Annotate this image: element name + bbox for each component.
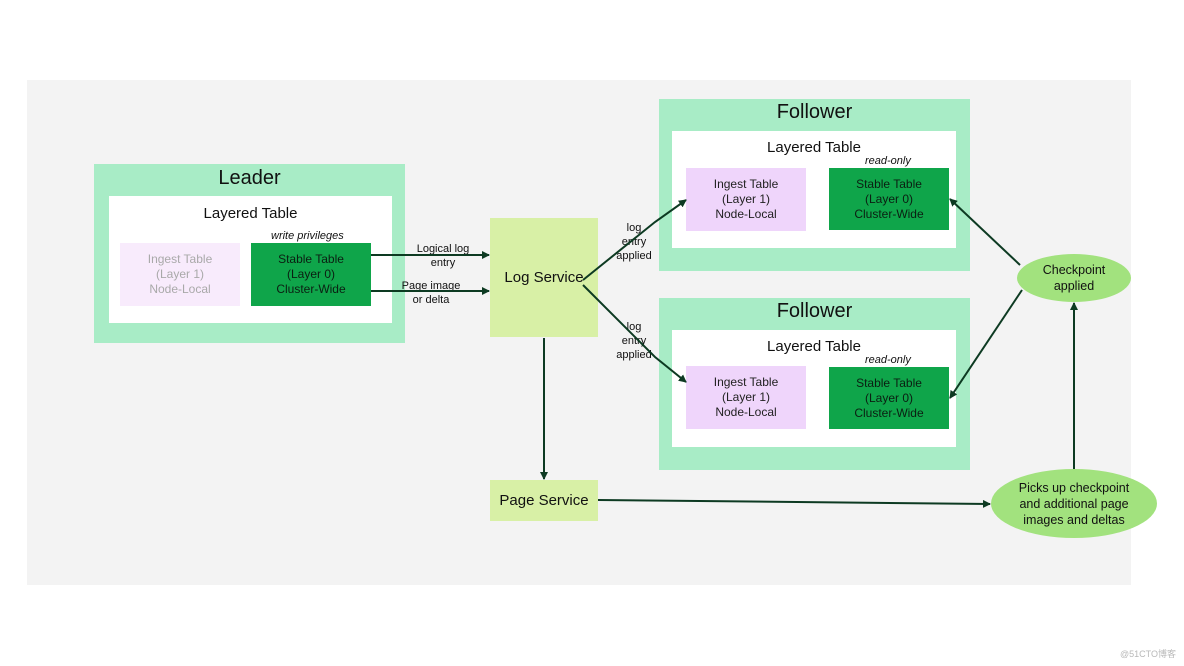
logical-log-line2: entry — [430, 257, 456, 269]
follower-bottom-title: Follower — [776, 300, 853, 322]
checkpoint-line2: applied — [1053, 279, 1095, 293]
leader-ingest-line3: Node-Local — [149, 282, 211, 296]
follower-bottom-stable-line2: (Layer 0) — [864, 390, 914, 405]
follower-top-ingest-line1: Ingest Table — [713, 177, 779, 191]
follower-top-title: Follower — [776, 101, 853, 123]
leader-ingest-line1: Ingest Table — [147, 252, 213, 266]
leader-stable-line1: Stable Table — [278, 252, 344, 266]
leader-layered-table-title: Layered Table — [203, 205, 298, 222]
leader-stable-table: Stable Table (Layer 0) Cluster-Wide — [251, 243, 371, 306]
follower-bottom-ingest-line3: Node-Local — [715, 405, 777, 419]
follower-top-ingest-table: Ingest Table (Layer 1) Node-Local — [686, 168, 806, 231]
applied-top-line3: applied — [616, 250, 652, 262]
applied-bottom-line2: entry — [621, 335, 647, 347]
leader-title: Leader — [218, 167, 281, 189]
picks-up-line1: Picks up checkpoint — [1018, 480, 1130, 495]
follower-bottom-layered-table-title: Layered Table — [767, 338, 861, 355]
page-service: Page Service — [490, 480, 598, 521]
arrow-page-service-to-picks-up — [597, 499, 991, 508]
follower-top-layered-table-title: Layered Table — [767, 139, 861, 156]
follower-top-stable-table: Stable Table (Layer 0) Cluster-Wide — [829, 168, 949, 230]
follower-bottom-stable-table: Stable Table (Layer 0) Cluster-Wide — [829, 367, 949, 429]
leader-stable-line3: Cluster-Wide — [276, 282, 346, 296]
checkpoint-line1: Checkpoint — [1042, 263, 1106, 277]
watermark: @51CTO博客 — [1120, 649, 1176, 659]
follower-bottom-read-only-caption: read-only — [865, 354, 911, 366]
logical-log-entry-label: Logical log entry — [410, 242, 476, 270]
applied-bottom-line3: applied — [616, 349, 652, 361]
arrow-checkpoint-to-follower-bottom — [949, 289, 1023, 399]
log-entry-applied-bottom-label: log entry applied — [608, 320, 660, 362]
page-image-line2: or delta — [412, 294, 450, 306]
follower-top-read-only-caption: read-only — [865, 155, 911, 167]
arrow-log-to-follower-bottom — [582, 284, 687, 383]
write-privileges-caption: write privileges — [271, 230, 344, 242]
page-service-label: Page Service — [499, 492, 589, 509]
arrow-checkpoint-to-follower-top — [949, 198, 1021, 266]
follower-bottom-ingest-line2: (Layer 1) — [721, 390, 771, 404]
applied-bottom-line1: log — [626, 321, 642, 333]
arrow-log-to-follower-top — [582, 199, 687, 281]
applied-top-line1: log — [626, 222, 642, 234]
page-image-delta-label: Page image or delta — [396, 279, 466, 307]
leader-ingest-table: Ingest Table (Layer 1) Node-Local — [120, 243, 240, 306]
logical-log-line1: Logical log — [416, 243, 470, 255]
follower-top-stable-line2: (Layer 0) — [864, 191, 914, 206]
leader-ingest-line2: (Layer 1) — [155, 267, 205, 281]
log-service: Log Service — [490, 218, 598, 337]
follower-top-ingest-line3: Node-Local — [715, 207, 777, 221]
picks-up-line3: images and deltas — [1023, 512, 1125, 527]
picks-up-line2: and additional page — [1019, 496, 1129, 511]
follower-top-stable-line3: Cluster-Wide — [854, 206, 924, 221]
follower-bottom-stable-line3: Cluster-Wide — [854, 405, 924, 420]
log-service-label: Log Service — [504, 269, 584, 286]
follower-bottom-ingest-line1: Ingest Table — [713, 375, 779, 389]
follower-bottom-ingest-table: Ingest Table (Layer 1) Node-Local — [686, 366, 806, 429]
picks-up-checkpoint-node: Picks up checkpoint and additional page … — [991, 469, 1157, 538]
follower-top-stable-line1: Stable Table — [856, 176, 922, 191]
checkpoint-applied-node: Checkpoint applied — [1017, 254, 1131, 302]
leader-stable-line2: (Layer 0) — [286, 267, 336, 281]
page-image-line1: Page image — [401, 280, 461, 292]
follower-top-ingest-line2: (Layer 1) — [721, 192, 771, 206]
follower-bottom-stable-line1: Stable Table — [856, 375, 922, 390]
